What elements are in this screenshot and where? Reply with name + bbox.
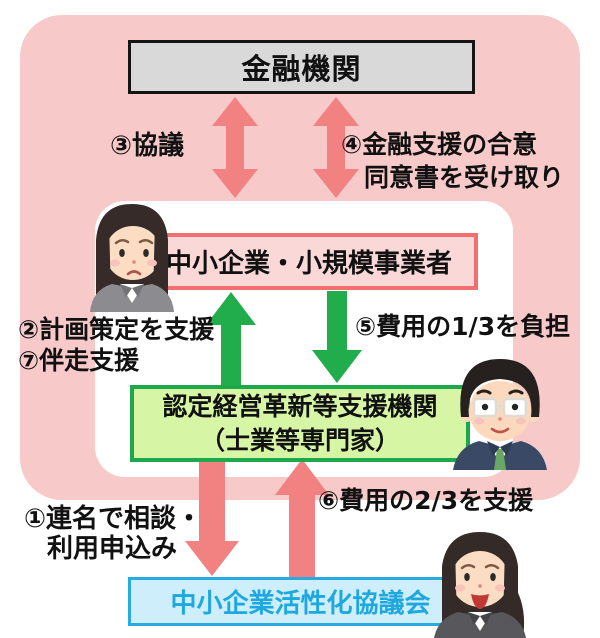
sme-box: 中小企業・小規模事業者 — [140, 233, 478, 290]
agreement-double-arrow — [312, 97, 360, 198]
step4-line1: ④金融支援の合意 — [341, 130, 538, 159]
plan-support-up-arrow — [205, 292, 257, 385]
step4-financial-support-agreement-label: ④金融支援の合意 同意書を受け取り — [341, 128, 564, 194]
support-organization-label-line1: 認定経営革新等支援機関 — [162, 391, 438, 421]
revitalization-council-box: 中小企業活性化協議会 — [128, 577, 473, 626]
sme-label: 中小企業・小規模事業者 — [165, 249, 452, 279]
support-organization-box: 認定経営革新等支援機関 （士業等専門家） — [130, 385, 470, 462]
step4-line2: 同意書を受け取り — [364, 163, 565, 192]
revitalization-council-label: 中小企業活性化協議会 — [170, 589, 431, 619]
step2-step7-support-label: ②計画策定を支援 ⑦伴走支援 — [18, 314, 214, 376]
worried-businesswoman-illustration — [76, 196, 188, 312]
cost-share-down-arrow — [311, 291, 363, 383]
step7-accompanying-support-label: ⑦伴走支援 — [18, 346, 140, 375]
subsidy-up-arrow — [274, 459, 330, 577]
financial-institution-box: 金融機関 — [128, 40, 475, 94]
step1-line2: 利用申込み — [47, 534, 178, 564]
smiling-businessman-glasses-illustration — [441, 351, 559, 470]
step3-negotiation-label: ③協議 — [110, 131, 185, 161]
step2-plan-support-label: ②計画策定を支援 — [18, 315, 215, 344]
step1-joint-consultation-label: ①連名で相談・ 利用申込み — [24, 504, 202, 564]
step1-line1: ①連名で相談・ — [24, 504, 203, 534]
negotiation-double-arrow — [211, 97, 259, 198]
financial-institution-label: 金融機関 — [241, 52, 362, 86]
consultation-down-arrow — [184, 461, 240, 576]
support-organization-label-line2: （士業等専門家） — [199, 425, 400, 455]
smiling-businesswoman-illustration — [416, 524, 548, 638]
step6-cost-two-thirds-label: ⑥費用の2/3を支援 — [318, 486, 534, 515]
step5-cost-one-third-label: ⑤費用の1/3を負担 — [355, 312, 571, 341]
